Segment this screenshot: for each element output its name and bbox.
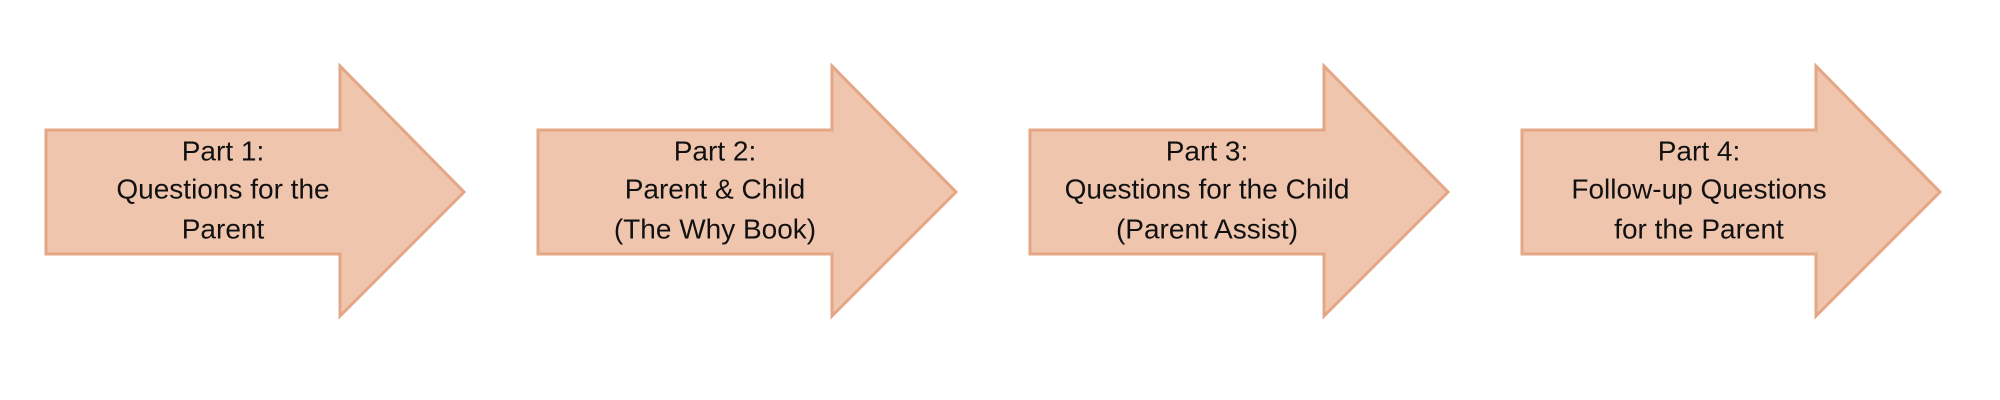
step-2-line2: Parent & Child bbox=[625, 173, 806, 204]
step-2-title: Part 2: bbox=[674, 135, 756, 166]
step-1-arrow: Part 1: Questions for the Parent bbox=[44, 62, 467, 320]
step-3-line2: Questions for the Child bbox=[1065, 173, 1350, 204]
step-1-title: Part 1: bbox=[182, 135, 264, 166]
step-2-arrow: Part 2: Parent & Child (The Why Book) bbox=[536, 62, 959, 320]
step-1-line2: Questions for the bbox=[116, 173, 329, 204]
step-4-arrow: Part 4: Follow-up Questions for the Pare… bbox=[1520, 62, 1943, 320]
arrow-shape-3 bbox=[1028, 62, 1451, 320]
step-3-title: Part 3: bbox=[1166, 135, 1248, 166]
step-4-line3: for the Parent bbox=[1614, 213, 1784, 244]
step-3-arrow: Part 3: Questions for the Child (Parent … bbox=[1028, 62, 1451, 320]
arrow-shape-2 bbox=[536, 62, 959, 320]
step-3-line3: (Parent Assist) bbox=[1116, 213, 1298, 244]
step-4-line2: Follow-up Questions bbox=[1571, 173, 1826, 204]
arrow-shape-1 bbox=[44, 62, 467, 320]
arrow-shape-4 bbox=[1520, 62, 1943, 320]
step-1-line3: Parent bbox=[182, 213, 265, 244]
step-2-line3: (The Why Book) bbox=[614, 213, 816, 244]
step-4-title: Part 4: bbox=[1658, 135, 1740, 166]
